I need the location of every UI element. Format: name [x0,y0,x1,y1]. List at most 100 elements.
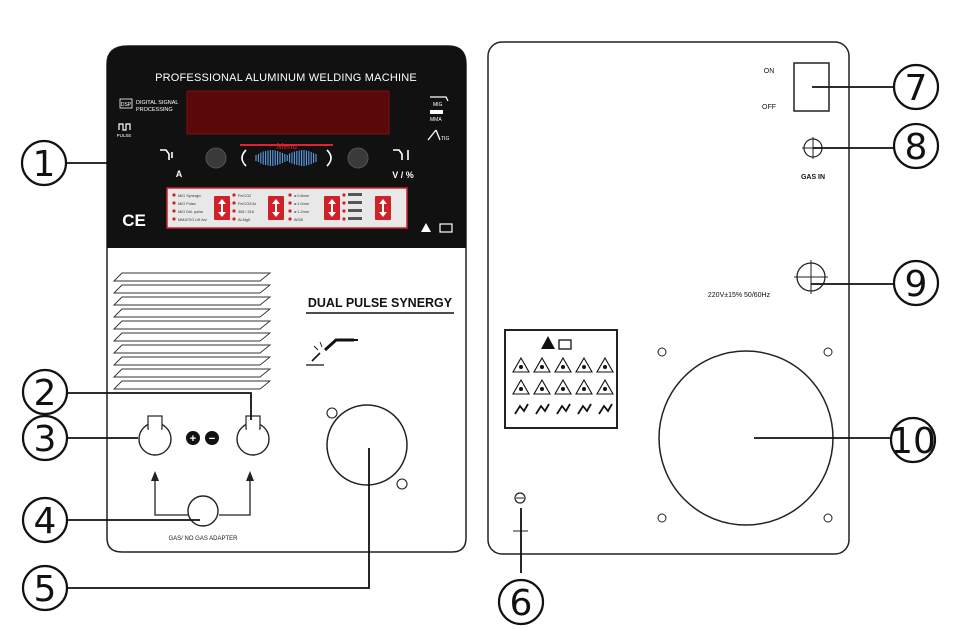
hazard-symbol [533,378,551,395]
pulse-label: PULSE [117,133,132,138]
callout-9: 9 [892,259,940,307]
vent-slat [112,332,272,342]
digital-display [186,90,390,135]
positive-output-socket[interactable] [236,415,270,456]
selector-led [288,193,292,197]
current-unit-label: A [176,169,183,179]
vent-slat [112,308,272,318]
selector-option-label: MIG Synergic [178,194,201,198]
mma-mode-icon: MMA [430,110,443,123]
dsp-badge-text: DSP [121,102,132,108]
ventilation-louvres [112,272,272,390]
selector-strip [166,187,408,229]
selector-led [342,193,346,197]
callout-number: 1 [33,144,56,185]
adapter-arrows [154,474,251,516]
callout-number: 2 [34,373,57,414]
selector-led [288,217,292,221]
hazard-symbol [512,378,530,395]
menu-indicator: Menu [240,142,333,167]
voltage-knob[interactable] [347,147,369,169]
gas-adapter-connector[interactable] [187,495,219,527]
selector-button-1[interactable] [214,196,230,220]
selector-option-label: ⌀ 1.2mm [294,210,309,214]
hazard-symbol [554,378,572,395]
brand-text: DUAL PULSE SYNERGY [308,296,453,310]
selector-led [232,209,236,213]
hazard-symbol [575,378,593,395]
vent-slat [112,380,272,390]
selector-led [172,217,176,221]
selector-led [172,209,176,213]
power-cable-inlet [794,260,828,294]
vent-slat [112,272,272,282]
front-panel: PROFESSIONAL ALUMINUM WELDING MACHINE DS… [106,45,467,553]
vent-slat [112,344,272,354]
hazard-symbol [533,356,551,373]
selector-led [342,217,346,221]
switch-on-label: ON [764,68,775,75]
manual-icon [439,223,453,233]
selector-option-label: ALMg5 [238,218,250,222]
selector-option-label: Fe/CO2 [238,194,251,198]
hazard-symbol [514,403,529,415]
ce-mark: CE [122,211,146,230]
current-knob[interactable] [205,147,227,169]
callout-number: 3 [34,419,57,460]
mig-mode-icon: MIG [430,96,449,108]
callout-2: 2 [21,368,69,416]
hazard-symbol [575,356,593,373]
hazard-symbol [598,403,613,415]
adapter-label: GAS/ NO GAS ADAPTER [168,536,238,542]
selector-led [172,193,176,197]
selector-led [232,217,236,221]
hazard-symbol [596,378,614,395]
dsp-label-line2: PROCESSING [136,107,173,113]
callout-7: 7 [892,63,940,111]
warning-icon [421,223,431,232]
hazard-symbol [554,356,572,373]
selector-button-3[interactable] [324,196,340,220]
selector-led [288,201,292,205]
power-spec-label: 220V±15% 50/60Hz [708,292,771,299]
selector-led [342,201,346,205]
welding-torch-icon [306,338,358,366]
selector-option-label: Fe/CO2/Ar [238,202,257,206]
callout-8: 8 [892,122,940,170]
callout-10: 10 [889,416,937,464]
selector-button-4[interactable] [375,196,391,220]
selector-led [232,201,236,205]
callout-number: 6 [510,583,533,624]
selector-option-label: 308 / 316 [238,210,254,214]
panel-title: PROFESSIONAL ALUMINUM WELDING MACHINE [155,72,417,84]
selector-option-label: ⌀ 0.8mm [294,194,309,198]
vent-slat [112,296,272,306]
safety-warning-label [504,329,618,429]
selector-led [172,201,176,205]
callout-4: 4 [21,496,69,544]
callout-number: 9 [905,264,928,305]
program-glyph [348,193,362,196]
callout-number: 4 [34,501,57,542]
torch-icon-left [160,149,173,160]
negative-output-socket[interactable] [138,415,172,456]
callout-1: 1 [20,139,68,187]
vent-slat [112,320,272,330]
euro-torch-connector[interactable] [326,404,408,490]
torch-icon-right [393,149,409,160]
program-glyph [348,201,362,204]
callout-6: 6 [497,578,545,626]
hazard-symbol [535,403,550,415]
selector-option-label: ⌀ 1.0mm [294,202,309,206]
vent-slat [112,356,272,366]
hazard-symbol [556,403,571,415]
gas-in-label: GAS IN [801,174,825,181]
dsp-label-line1: DIGITAL SIGNAL [136,100,178,106]
cooling-fan [657,347,834,526]
voltage-unit-label: V / % [392,170,414,180]
dsp-badge [119,98,133,109]
selector-button-2[interactable] [268,196,284,220]
callout-number: 10 [890,421,936,462]
selector-led [288,209,292,213]
